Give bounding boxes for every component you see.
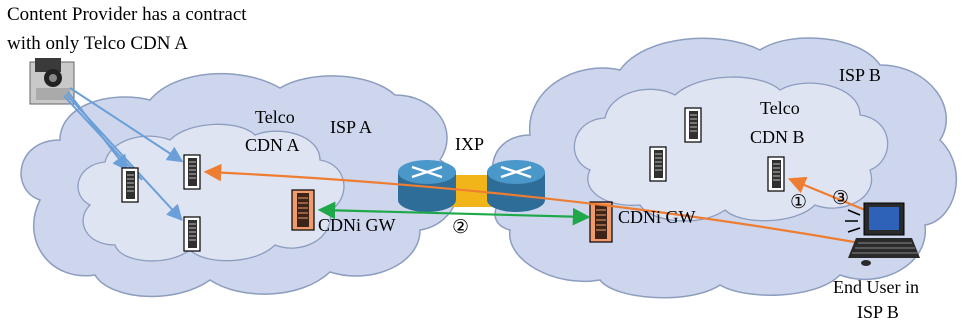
isp-a-label: ISP A: [330, 117, 372, 137]
gateway-b-label: CDNi GW: [618, 207, 696, 227]
request-arrow: [787, 176, 866, 212]
provider-links: [63, 87, 184, 221]
isp-b-label: ISP B: [839, 65, 881, 85]
ixp-label: IXP: [455, 134, 485, 154]
provider-label-line2: with only Telco CDN A: [7, 33, 188, 54]
computer-terminal-icon: [845, 202, 920, 266]
gateway-server-icon: [291, 189, 315, 231]
cdn-b-cloud: [573, 76, 889, 222]
gateway-server-icon: [589, 201, 613, 243]
cache-server-icon: [649, 146, 667, 182]
cache-server-icon: [121, 167, 139, 203]
cache-server-icon: [183, 154, 201, 190]
cache-server-icon: [767, 156, 785, 192]
step-two-badge: ②: [452, 216, 470, 238]
end-user-label-line2: ISP B: [857, 302, 899, 322]
content-server-icon: [29, 58, 75, 105]
cdn-a-label-line2: CDN A: [245, 135, 300, 155]
cache-server-icon: [183, 216, 201, 252]
step-three-badge: ③: [832, 187, 850, 209]
end-user-label-line1: End User in: [833, 277, 919, 297]
router-icon: [487, 160, 545, 212]
cdn-b-label-line2: CDN B: [750, 127, 805, 147]
cdn-a-label-line1: Telco: [255, 107, 295, 127]
gateway-a-label: CDNi GW: [318, 215, 396, 235]
provider-label-line1: Content Provider has a contract: [7, 4, 247, 25]
step-one-badge: ①: [790, 191, 808, 213]
cdn-b-label-line1: Telco: [760, 98, 800, 118]
gateway-link: [317, 201, 591, 226]
cache-server-icon: [684, 107, 702, 143]
